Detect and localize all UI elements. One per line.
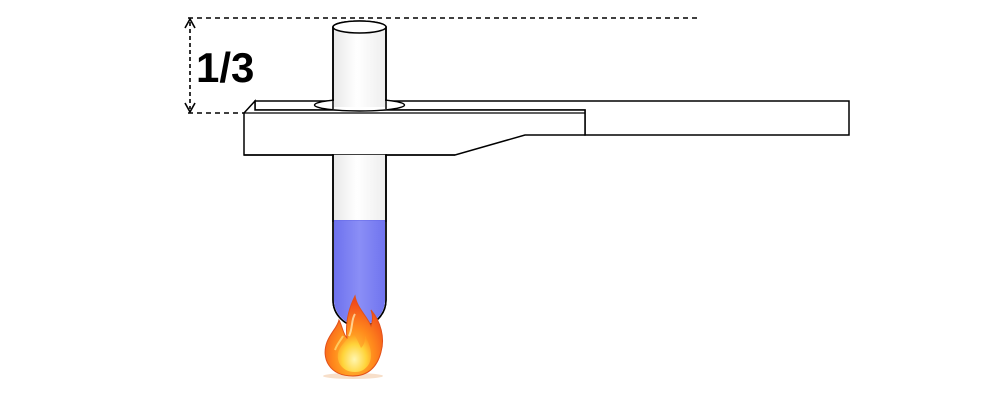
test-tube-holder (243, 20, 850, 222)
flame-icon (323, 294, 384, 379)
dimension-arrow (184, 17, 196, 114)
measurement-guides: 1/3 (184, 17, 698, 114)
height-fraction-label: 1/3 (196, 44, 254, 91)
liquid (334, 220, 385, 326)
